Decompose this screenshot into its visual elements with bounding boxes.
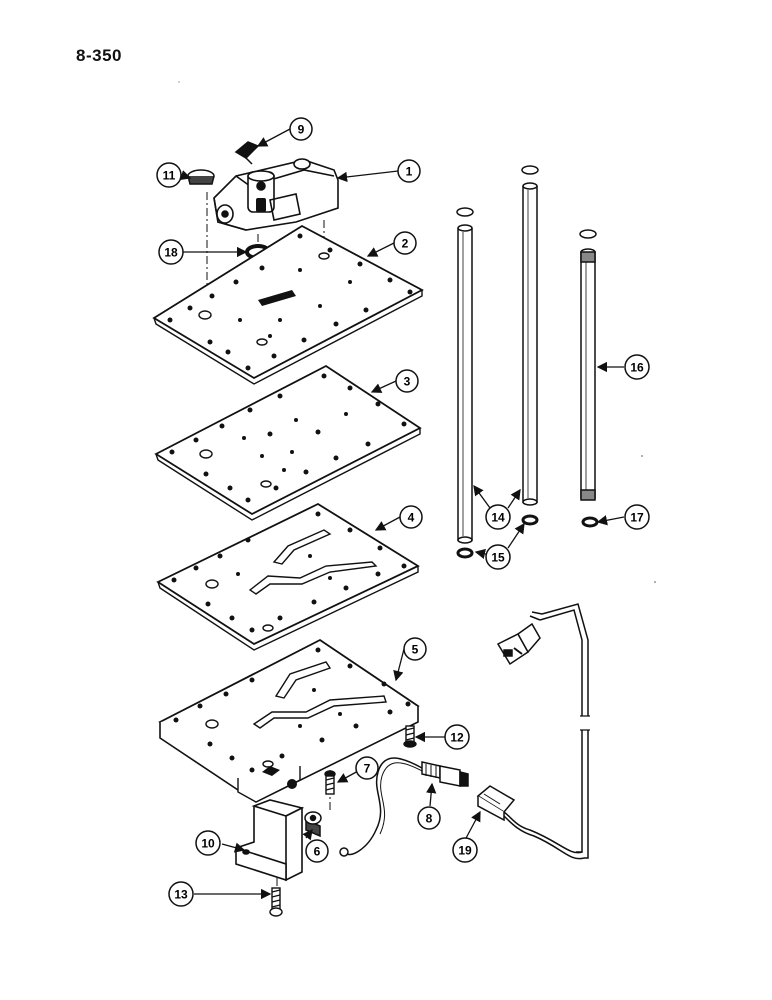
plate-4 [156,502,420,651]
svg-text:4: 4 [408,511,415,525]
callout-14: 14 [485,504,511,530]
screw-12 [403,725,417,748]
scan-specks [178,81,656,583]
svg-text:15: 15 [491,551,505,565]
callout-6: 6 [305,839,329,863]
svg-text:13: 13 [174,888,188,902]
svg-text:9: 9 [298,123,305,137]
svg-text:11: 11 [163,169,176,183]
svg-text:5: 5 [412,643,419,657]
callout-3: 3 [395,369,419,393]
plug-part [187,169,215,185]
callout-9: 9 [289,117,313,141]
svg-text:19: 19 [458,844,472,858]
tube-14-left [456,207,474,559]
callout-16: 16 [624,354,650,380]
callout-19: 19 [452,837,478,863]
screw-13 [269,887,283,917]
callout-15: 15 [485,544,511,570]
callout-8: 8 [417,806,441,830]
callout-18: 18 [158,239,184,265]
bracket-10 [235,799,305,882]
callout-10: 10 [195,830,221,856]
clip-part [234,141,260,165]
plate-3 [154,364,422,521]
valve-body [213,158,339,231]
svg-text:17: 17 [630,511,644,525]
page-number: 8-350 [76,46,122,65]
tube-16 [579,229,599,528]
callout-12: 12 [444,724,470,750]
leader-arrows [179,128,625,900]
svg-text:16: 16 [630,361,644,375]
tube-14-right [521,165,539,526]
nut-6 [304,811,322,838]
svg-text:10: 10 [201,837,215,851]
svg-text:12: 12 [450,731,464,745]
svg-text:3: 3 [404,375,411,389]
callout-2: 2 [393,231,417,255]
svg-text:18: 18 [164,246,178,260]
callout-17: 17 [624,504,650,530]
callout-1: 1 [397,159,421,183]
svg-text:7: 7 [364,762,371,776]
plate-2 [152,224,424,385]
svg-text:6: 6 [314,845,321,859]
screw-7 [324,770,336,795]
svg-text:8: 8 [426,812,433,826]
harness-connector-19 [476,603,590,860]
callout-7: 7 [355,756,379,780]
callout-13: 13 [168,881,194,907]
callout-5: 5 [403,637,427,661]
callout-11: 11 [156,162,182,188]
svg-text:1: 1 [406,165,413,179]
base-plate-5 [158,638,420,803]
callout-4: 4 [399,505,423,529]
svg-text:14: 14 [491,511,505,525]
sensor-switch-8 [339,757,469,857]
svg-text:2: 2 [402,237,409,251]
